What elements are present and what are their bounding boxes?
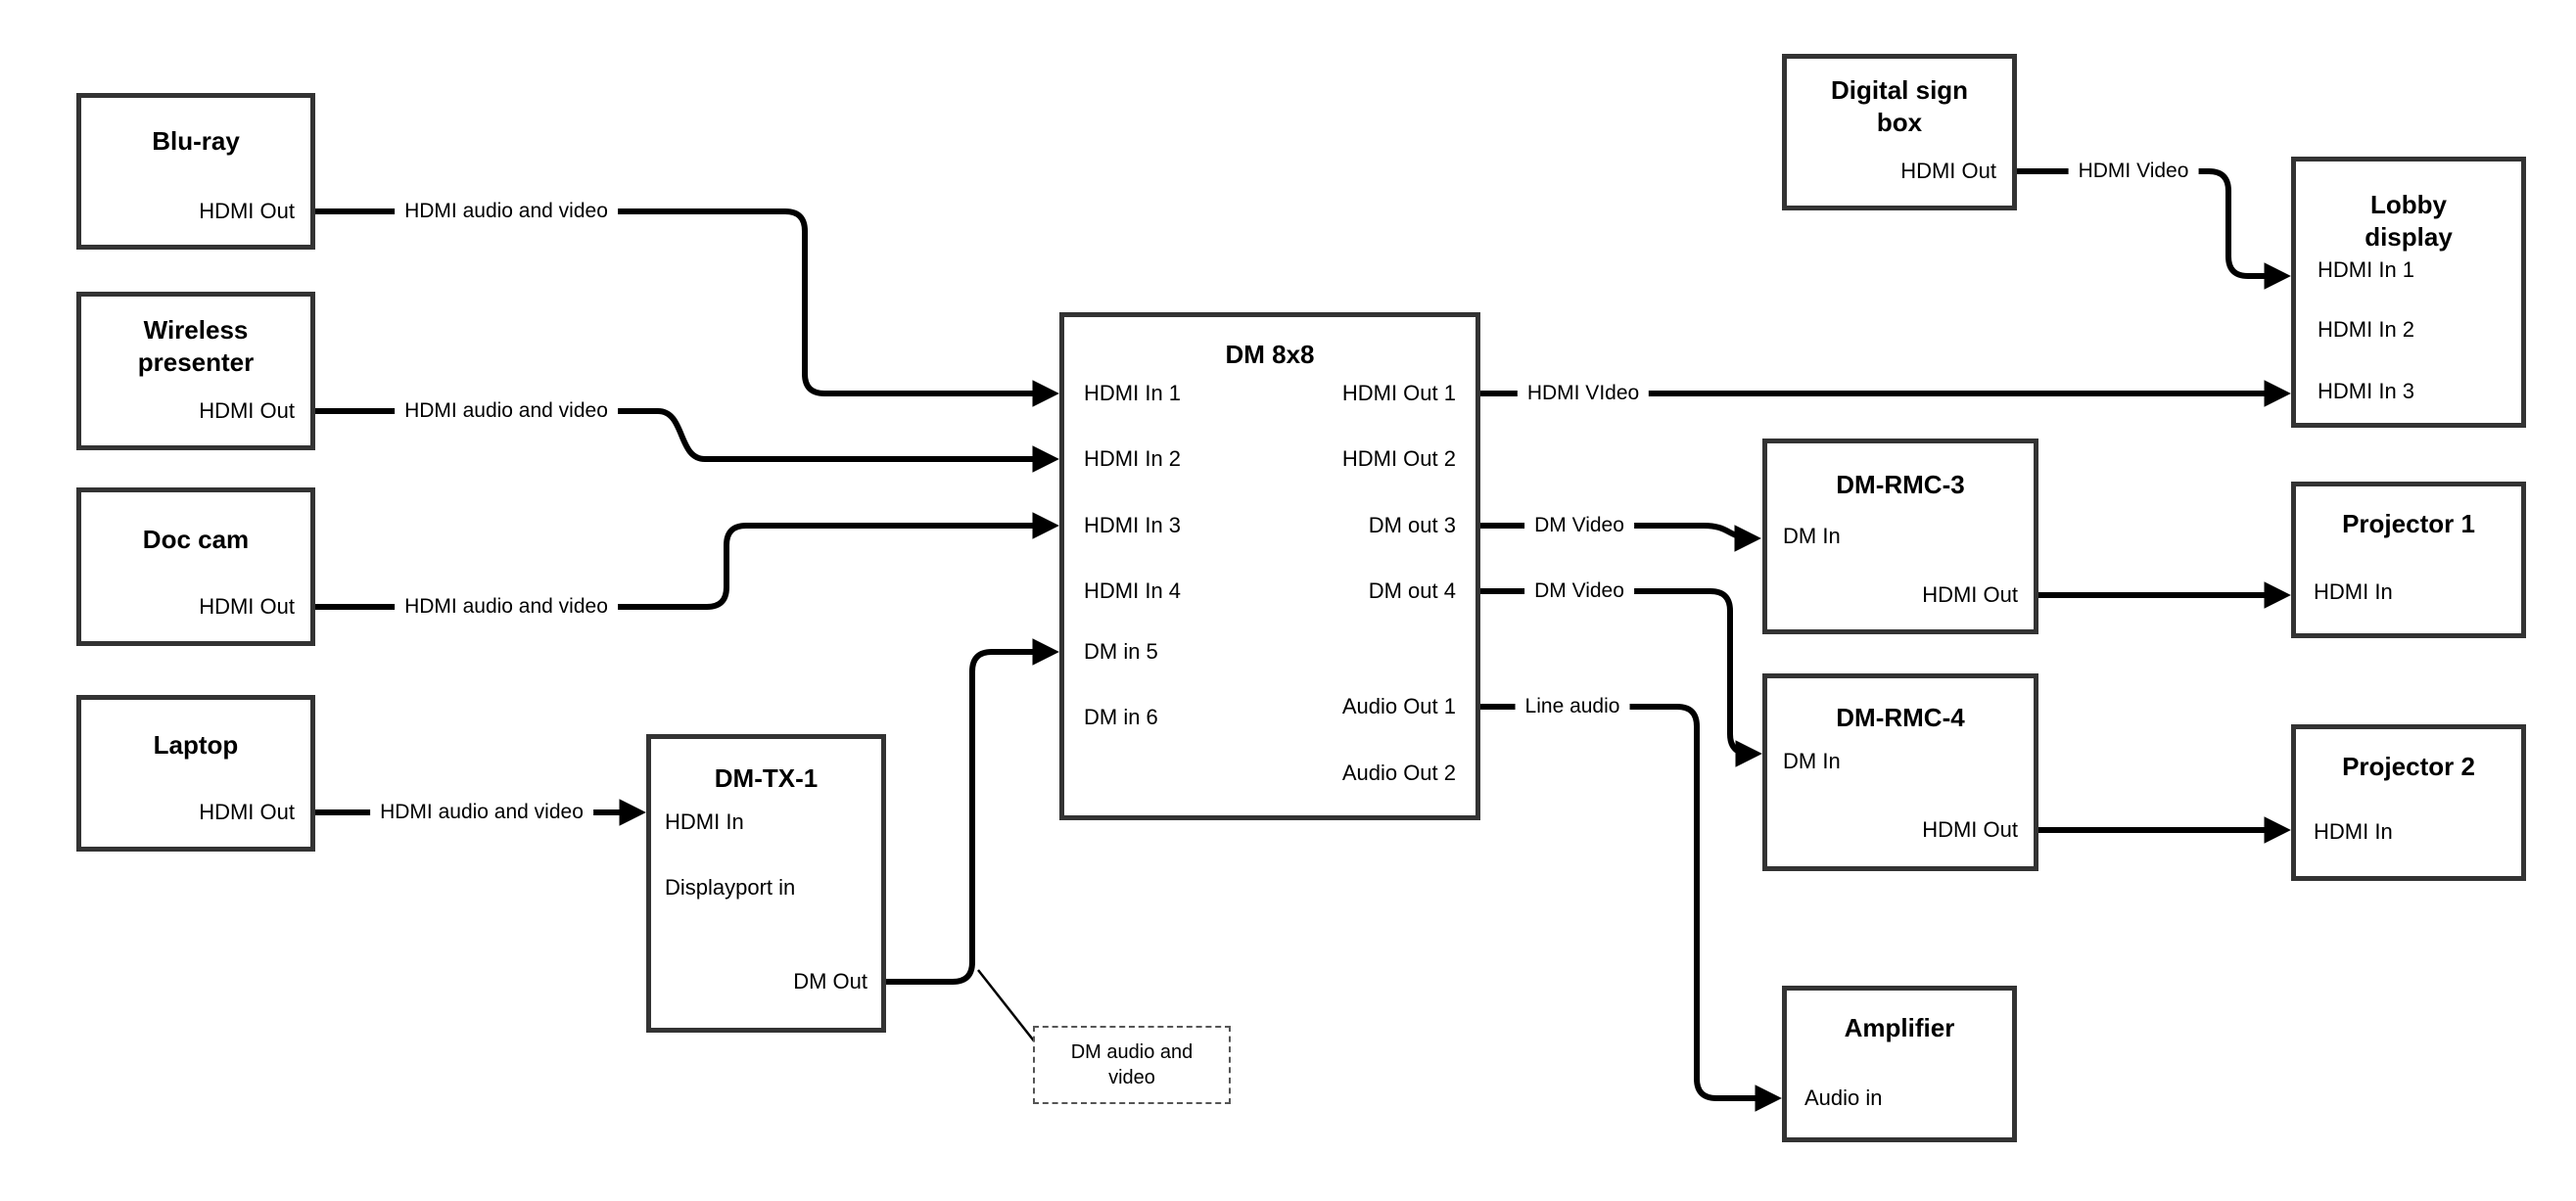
- port-dm8x8-hdmi-in-4: HDMI In 4: [1084, 578, 1182, 603]
- port-dm8x8-audio-out-2: Audio Out 2: [1341, 761, 1456, 785]
- wire-dmtx1-to-dm8x8-dm-in-5: [884, 638, 1059, 985]
- port-wireless-hdmi-out: HDMI Out: [199, 398, 295, 423]
- edge-label-laptop-to-dmtx1: HDMI audio and video: [370, 801, 593, 824]
- node-dm-rmc-4: DM-RMC-4 DM In HDMI Out: [1762, 673, 2038, 871]
- edge-label-dmout4-to-rmc4: DM Video: [1524, 579, 1634, 603]
- port-dm8x8-dm-out-4: DM out 4: [1368, 578, 1456, 603]
- edge-label-audioout1-to-amp: Line audio: [1515, 695, 1630, 718]
- port-dmtx1-displayport-in: Displayport in: [665, 875, 796, 900]
- edge-label-bluray-to-dm8x8: HDMI audio and video: [395, 200, 618, 223]
- port-dm8x8-hdmi-in-3: HDMI In 3: [1084, 513, 1182, 537]
- node-projector-2-title: Projector 2: [2342, 752, 2475, 781]
- port-doccam-hdmi-out: HDMI Out: [199, 594, 295, 619]
- node-dm-8x8-title: DM 8x8: [1225, 340, 1315, 369]
- port-lobby-hdmi-in-1: HDMI In 1: [2318, 257, 2415, 282]
- node-dm-8x8: DM 8x8 HDMI In 1 HDMI In 2 HDMI In 3 HDM…: [1059, 312, 1480, 820]
- wire-bluray-to-dm8x8-hdmi-in-1: [313, 208, 1059, 407]
- node-projector-1-title: Projector 1: [2342, 509, 2475, 538]
- port-dm8x8-dm-in-6: DM in 6: [1084, 705, 1158, 729]
- port-dm8x8-hdmi-out-2: HDMI Out 2: [1341, 446, 1456, 471]
- port-rmc3-dm-in: DM In: [1783, 524, 1841, 548]
- edge-label-doccam-to-dm8x8: HDMI audio and video: [395, 595, 618, 619]
- node-dm-rmc-4-title: DM-RMC-4: [1836, 703, 1965, 732]
- node-wireless-presenter: Wireless presenter HDMI Out: [76, 292, 315, 450]
- wire-wireless-to-dm8x8-hdmi-in-2: [313, 408, 1059, 473]
- port-lobby-hdmi-in-2: HDMI In 2: [2318, 317, 2415, 342]
- port-digitalsign-hdmi-out: HDMI Out: [1900, 159, 1996, 183]
- node-bluray-title: Blu-ray: [152, 126, 240, 156]
- wire-dm8x8-dm-out-3-to-rmc3-dm-in: [1478, 523, 1761, 552]
- node-dm-tx-1: DM-TX-1 HDMI In Displayport in DM Out: [646, 734, 886, 1033]
- callout-leader-line: [977, 969, 1037, 1044]
- port-dmtx1-hdmi-in: HDMI In: [665, 809, 744, 834]
- node-doc-cam: Doc cam HDMI Out: [76, 487, 315, 646]
- wire-digitalsign-to-lobby-hdmi-in-1: [2015, 168, 2291, 290]
- callout-dm-audio-and-video: DM audio and video: [1033, 1026, 1231, 1104]
- node-digital-sign-box-title: Digital sign box: [1830, 75, 1969, 137]
- port-rmc4-dm-in: DM In: [1783, 749, 1841, 773]
- node-dm-rmc-3-title: DM-RMC-3: [1836, 470, 1965, 499]
- port-dm8x8-dm-in-5: DM in 5: [1084, 639, 1158, 664]
- port-amplifier-audio-in: Audio in: [1804, 1086, 1883, 1110]
- node-projector-2: Projector 2 HDMI In: [2291, 724, 2526, 881]
- node-lobby-display: Lobby display HDMI In 1 HDMI In 2 HDMI I…: [2291, 157, 2526, 428]
- node-dm-tx-1-title: DM-TX-1: [714, 763, 819, 793]
- port-projector1-hdmi-in: HDMI In: [2314, 579, 2393, 604]
- edge-label-wireless-to-dm8x8: HDMI audio and video: [395, 399, 618, 423]
- node-lobby-display-title: Lobby display: [2365, 190, 2453, 252]
- edge-label-dmout3-to-rmc3: DM Video: [1524, 514, 1634, 537]
- port-rmc4-hdmi-out: HDMI Out: [1922, 817, 2018, 842]
- port-laptop-hdmi-out: HDMI Out: [199, 800, 295, 824]
- port-dm8x8-hdmi-in-1: HDMI In 1: [1084, 381, 1182, 405]
- edge-label-hdmiout1-to-lobby: HDMI VIdeo: [1517, 382, 1650, 405]
- port-lobby-hdmi-in-3: HDMI In 3: [2318, 379, 2415, 403]
- port-dm8x8-audio-out-1: Audio Out 1: [1341, 694, 1456, 718]
- node-laptop-title: Laptop: [153, 730, 239, 760]
- port-dmtx1-dm-out: DM Out: [793, 969, 867, 993]
- port-bluray-hdmi-out: HDMI Out: [199, 199, 295, 223]
- node-amplifier-title: Amplifier: [1844, 1013, 1955, 1042]
- wire-dm8x8-audio-out-1-to-amplifier: [1478, 704, 1782, 1112]
- node-doc-cam-title: Doc cam: [142, 525, 250, 554]
- node-amplifier: Amplifier Audio in: [1782, 986, 2017, 1142]
- port-dm8x8-hdmi-in-2: HDMI In 2: [1084, 446, 1182, 471]
- port-dm8x8-hdmi-out-1: HDMI Out 1: [1341, 381, 1456, 405]
- callout-text: DM audio and video: [1070, 1041, 1194, 1088]
- node-digital-sign-box: Digital sign box HDMI Out: [1782, 54, 2017, 210]
- node-bluray: Blu-ray HDMI Out: [76, 93, 315, 250]
- edge-label-sign-to-lobby: HDMI Video: [2068, 160, 2199, 183]
- node-projector-1: Projector 1 HDMI In: [2291, 482, 2526, 638]
- port-dm8x8-dm-out-3: DM out 3: [1368, 513, 1456, 537]
- port-rmc3-hdmi-out: HDMI Out: [1922, 582, 2018, 607]
- node-laptop: Laptop HDMI Out: [76, 695, 315, 852]
- port-projector2-hdmi-in: HDMI In: [2314, 819, 2393, 844]
- wire-dm8x8-dm-out-4-to-rmc4-dm-in: [1478, 588, 1762, 767]
- node-dm-rmc-3: DM-RMC-3 DM In HDMI Out: [1762, 439, 2038, 634]
- node-wireless-presenter-title: Wireless presenter: [137, 315, 255, 377]
- wire-doccam-to-dm8x8-hdmi-in-3: [313, 512, 1059, 610]
